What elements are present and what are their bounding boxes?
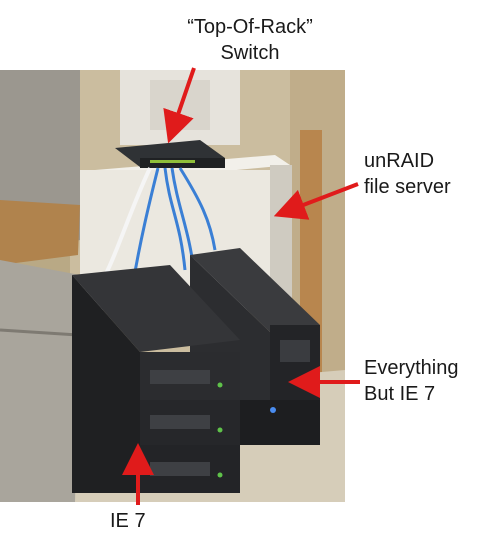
label-top-of-rack: “Top-Of-Rack” Switch (165, 14, 335, 66)
label-top-of-rack-line2: Switch (220, 42, 280, 64)
label-file-server-line2: file server (364, 176, 451, 198)
tower-top (190, 248, 320, 332)
desktop-stack-side (72, 275, 140, 493)
tower-power-light (270, 407, 276, 413)
desktop-light-2 (217, 427, 223, 433)
tower-side (190, 255, 270, 445)
label-everything-line1: Everything (364, 357, 459, 379)
duct-insulation (0, 200, 80, 265)
photo-illustration (0, 70, 345, 502)
label-everything: Everything But IE 7 (364, 355, 459, 407)
label-top-of-rack-line1: “Top-Of-Rack” (187, 16, 313, 38)
label-file-server: unRAID file server (364, 148, 451, 200)
label-file-server-line1: unRAID (364, 150, 435, 172)
switch-leds (150, 160, 195, 163)
desktop-light-1 (217, 382, 223, 388)
tower-bay (280, 340, 310, 362)
label-everything-line2: But IE 7 (364, 383, 436, 405)
duct-lower (0, 260, 80, 502)
duct-seam (0, 328, 79, 337)
label-ie7: IE 7 (110, 510, 146, 532)
drive-bay-2 (150, 415, 210, 429)
desktop-stack-top (72, 265, 240, 352)
network-cables (128, 167, 217, 301)
desktop-light-3 (217, 472, 223, 478)
drive-bay-3 (150, 462, 210, 476)
drive-bay-1 (150, 370, 210, 384)
door-panel (150, 80, 210, 130)
